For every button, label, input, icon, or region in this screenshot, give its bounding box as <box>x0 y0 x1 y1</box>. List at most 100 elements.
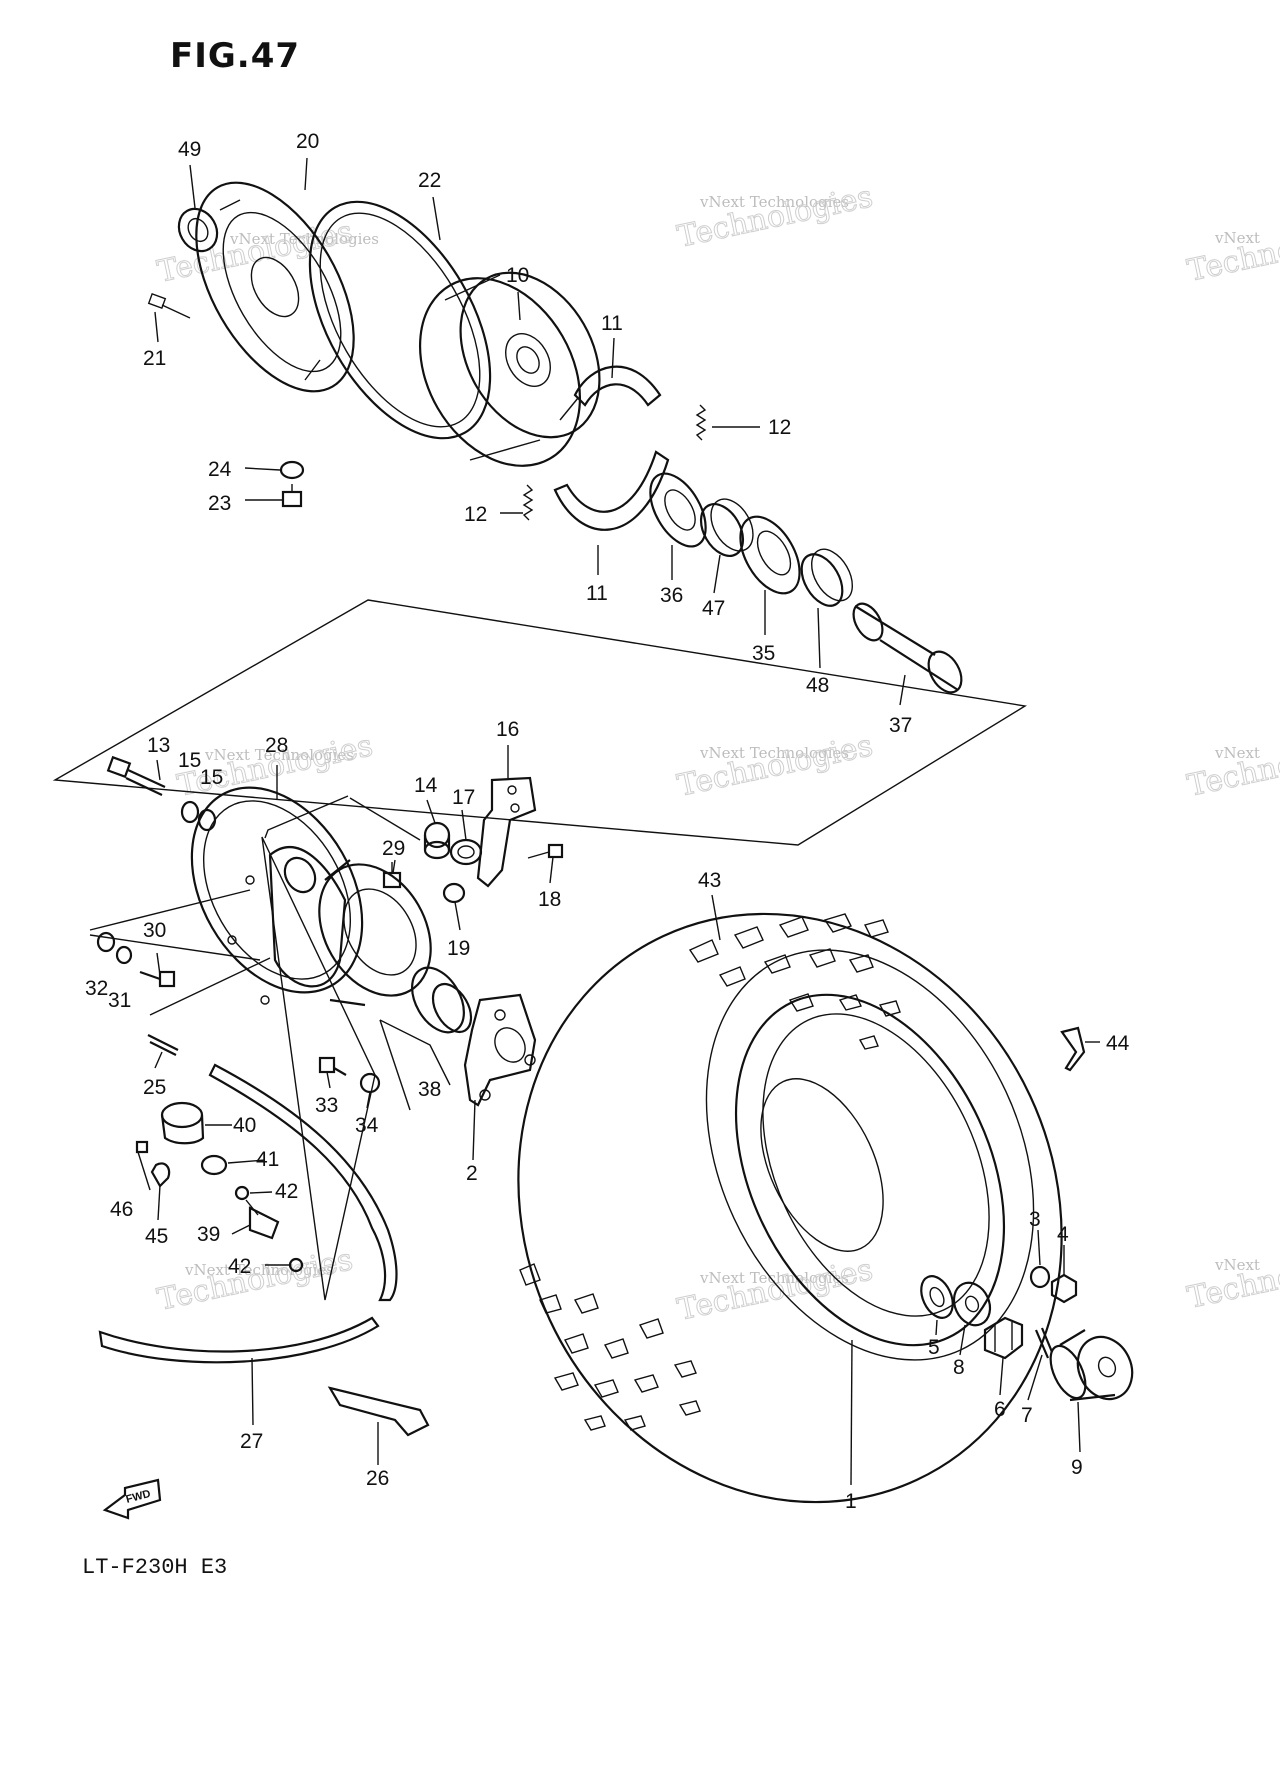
part-32-washer <box>96 931 116 953</box>
callout-44: 44 <box>1106 1032 1130 1055</box>
callout-5: 5 <box>928 1336 940 1359</box>
callout-32: 32 <box>85 977 108 1000</box>
part-30-bolt <box>139 970 176 988</box>
callout-36: 36 <box>660 584 683 607</box>
bolt-bracket-line <box>89 889 251 931</box>
part-47-bearing <box>699 498 754 557</box>
part-31-washer <box>115 945 133 965</box>
watermark-text: Technologies <box>154 1242 355 1318</box>
part-1-wheel-rim <box>734 993 1006 1347</box>
callout-10: 10 <box>506 264 529 287</box>
callout-numbers: 49 20 22 10 21 11 12 24 23 12 11 36 47 3… <box>85 130 1130 1513</box>
callout-15: 15 <box>178 749 201 772</box>
part-14-collar <box>423 821 451 860</box>
part-43-tire <box>517 912 1063 1504</box>
part-8-washer <box>952 1281 992 1327</box>
part-7-cotter-pin <box>1034 1327 1054 1359</box>
callout-49: 49 <box>178 138 201 161</box>
part-2-wheel-hub <box>463 993 537 1107</box>
callout-24: 24 <box>208 458 232 481</box>
callout-27: 27 <box>240 1430 263 1453</box>
tire-tread-pattern <box>519 913 901 1431</box>
part-40-cap <box>160 1101 205 1145</box>
callout-1: 1 <box>845 1490 857 1513</box>
watermark-text: Technologies <box>674 1252 875 1328</box>
callout-37: 37 <box>889 714 912 737</box>
part-36-seal <box>649 472 707 548</box>
watermark-text: Technologies <box>674 728 875 804</box>
watermark-text: Technologies <box>1184 1240 1280 1316</box>
seal-bracket-line <box>379 1019 411 1111</box>
callout-30: 30 <box>143 919 166 942</box>
callout-28: 28 <box>265 734 288 757</box>
part-16-brake-arm <box>476 776 537 888</box>
callout-6: 6 <box>994 1398 1006 1421</box>
callout-42: 42 <box>275 1180 298 1203</box>
part-15-washer <box>197 808 217 832</box>
callout-46: 46 <box>110 1198 133 1221</box>
callout-31: 31 <box>108 989 131 1012</box>
part-12-spring-upper <box>695 404 707 441</box>
part-4-nut <box>1050 1273 1078 1304</box>
model-code: LT-F230H E3 <box>82 1555 228 1580</box>
callout-40: 40 <box>233 1114 256 1137</box>
callout-4: 4 <box>1057 1223 1069 1246</box>
part-22-seal-ring <box>308 200 492 440</box>
leader-lines <box>137 157 1100 1486</box>
part-34-washer <box>359 1072 381 1094</box>
part-5-washer <box>920 1275 954 1319</box>
callout-22: 22 <box>418 169 441 192</box>
part-46-bolt <box>135 1140 149 1154</box>
callout-48: 48 <box>806 674 829 697</box>
callout-25: 25 <box>143 1076 166 1099</box>
callout-12: 12 <box>768 416 791 439</box>
part-9-hub-cap <box>1049 1329 1134 1402</box>
callout-43: 43 <box>698 869 721 892</box>
brake-group-outline <box>52 599 1027 846</box>
watermark-text: vNext Technologies <box>699 744 849 762</box>
callout-39: 39 <box>197 1223 220 1246</box>
figure-title: FIG.47 <box>170 36 301 76</box>
part-33-bolt <box>318 1056 347 1076</box>
part-42-nut <box>234 1185 250 1201</box>
hose-upper <box>208 1063 398 1302</box>
part-44-valve <box>1060 1026 1086 1072</box>
callout-47: 47 <box>702 597 725 620</box>
watermark-text: vNext <box>1214 744 1260 762</box>
callout-34: 34 <box>355 1114 379 1137</box>
callout-38: 38 <box>418 1078 441 1101</box>
callout-14: 14 <box>414 774 438 797</box>
callout-29: 29 <box>382 837 405 860</box>
part-45-clamp <box>150 1162 171 1188</box>
watermark-text: vNext Technologies <box>699 1269 849 1287</box>
watermark-text: vNext <box>1214 1256 1260 1274</box>
part-13-bolt <box>106 755 166 796</box>
part-49-cap <box>177 207 219 253</box>
callout-41: 41 <box>256 1148 279 1171</box>
callout-17: 17 <box>452 786 475 809</box>
callout-13: 13 <box>147 734 170 757</box>
hub-bracket-line <box>264 795 349 839</box>
watermark-text: Technologies <box>1184 728 1280 804</box>
callout-23: 23 <box>208 492 231 515</box>
callout-18: 18 <box>538 888 561 911</box>
part-25-pin <box>147 1034 179 1056</box>
part-23-bolt <box>281 484 303 508</box>
part-29-bolt <box>382 862 402 889</box>
callout-33: 33 <box>315 1094 338 1117</box>
callout-8: 8 <box>953 1356 965 1379</box>
part-37-sleeve <box>852 602 963 694</box>
watermark-text: Technologies <box>674 179 875 255</box>
part-18-bolt <box>527 843 564 859</box>
callout-12: 12 <box>464 503 487 526</box>
callout-26: 26 <box>366 1467 389 1490</box>
part-19-nut <box>442 882 466 904</box>
watermark-text: vNext <box>1214 229 1260 247</box>
part-17-spring <box>449 838 483 866</box>
part-12-spring-lower <box>522 484 534 521</box>
part-11-brake-shoe-lower <box>553 450 670 531</box>
part-21-bolt <box>147 293 191 319</box>
watermark-text: Technologies <box>1184 213 1280 289</box>
part-28-brake-plate <box>190 786 364 1005</box>
